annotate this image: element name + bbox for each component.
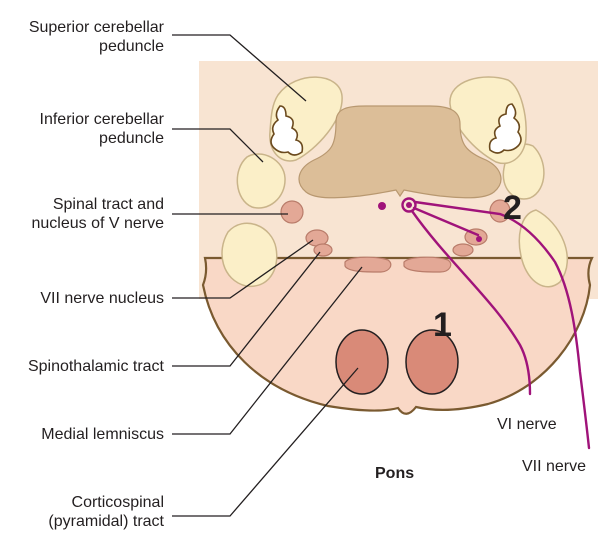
label-inferior-line1: Inferior cerebellar bbox=[39, 111, 165, 128]
label-corticospinal-line2: (pyramidal) tract bbox=[48, 513, 164, 530]
label-superior-line1: Superior cerebellar bbox=[28, 19, 164, 36]
label-medial-lemniscus: Medial lemniscus bbox=[41, 426, 164, 443]
label-vii-nerve: VII nerve bbox=[522, 458, 587, 475]
label-superior-line2: peduncle bbox=[99, 38, 164, 55]
medial-lemniscus-left bbox=[344, 256, 392, 273]
vi-nucleus-dot-right bbox=[406, 202, 412, 208]
corticospinal-tract-right bbox=[405, 329, 459, 395]
label-inferior-cerebellar-peduncle: Inferior cerebellar peduncle bbox=[40, 110, 165, 148]
marker-1: 1 bbox=[433, 306, 452, 344]
label-vii-nerve-nucleus: VII nerve nucleus bbox=[40, 290, 164, 307]
label-vi-nerve: VI nerve bbox=[497, 416, 557, 433]
vii-nerve-genu bbox=[412, 206, 480, 237]
cranial-nerve-paths bbox=[401, 197, 591, 450]
leader-vii-nerve-nucleus bbox=[172, 239, 314, 299]
label-pons: Pons bbox=[375, 465, 415, 482]
label-spinal-line1: Spinal tract and bbox=[52, 196, 164, 213]
leader-superior-cerebellar-peduncle bbox=[172, 34, 307, 102]
spinothalamic-tract-right bbox=[452, 243, 474, 257]
label-spinothalamic-tract: Spinothalamic tract bbox=[27, 358, 164, 375]
vi-nucleus-ring-right bbox=[401, 197, 417, 213]
spinal-nucleus-v-left bbox=[280, 200, 304, 224]
lateral-lobe-left bbox=[221, 222, 278, 287]
label-inferior-line2: peduncle bbox=[99, 130, 164, 147]
pons-body bbox=[201, 256, 594, 415]
vii-nerve-path bbox=[413, 200, 591, 450]
label-spinal-line2: nucleus of V nerve bbox=[31, 215, 164, 232]
leader-inferior-cerebellar-peduncle bbox=[172, 128, 264, 163]
label-spinal-tract-v: Spinal tract and nucleus of V nerve bbox=[31, 195, 164, 233]
label-superior-cerebellar-peduncle: Superior cerebellar peduncle bbox=[29, 18, 164, 56]
vi-nerve-path bbox=[410, 209, 532, 396]
leader-medial-lemniscus bbox=[172, 266, 363, 435]
inferior-cerebellar-peduncle-left bbox=[236, 153, 286, 209]
label-corticospinal-tract: Corticospinal (pyramidal) tract bbox=[48, 493, 164, 531]
leader-corticospinal-tract bbox=[172, 367, 359, 517]
fourth-ventricle-floor bbox=[298, 105, 502, 199]
superior-cerebellar-peduncle-left-wave bbox=[270, 105, 304, 156]
leader-spinothalamic-tract bbox=[172, 251, 321, 367]
label-corticospinal-line1: Corticospinal bbox=[71, 494, 164, 511]
leader-lines bbox=[172, 34, 363, 517]
vi-nucleus-dot-left bbox=[378, 202, 386, 210]
vii-nucleus-dot-right bbox=[476, 236, 482, 242]
medial-lemniscus-right bbox=[403, 256, 452, 273]
spinothalamic-tract-left bbox=[313, 243, 333, 257]
superior-cerebellar-peduncle-right-wave bbox=[488, 103, 522, 154]
marker-2: 2 bbox=[503, 189, 522, 227]
